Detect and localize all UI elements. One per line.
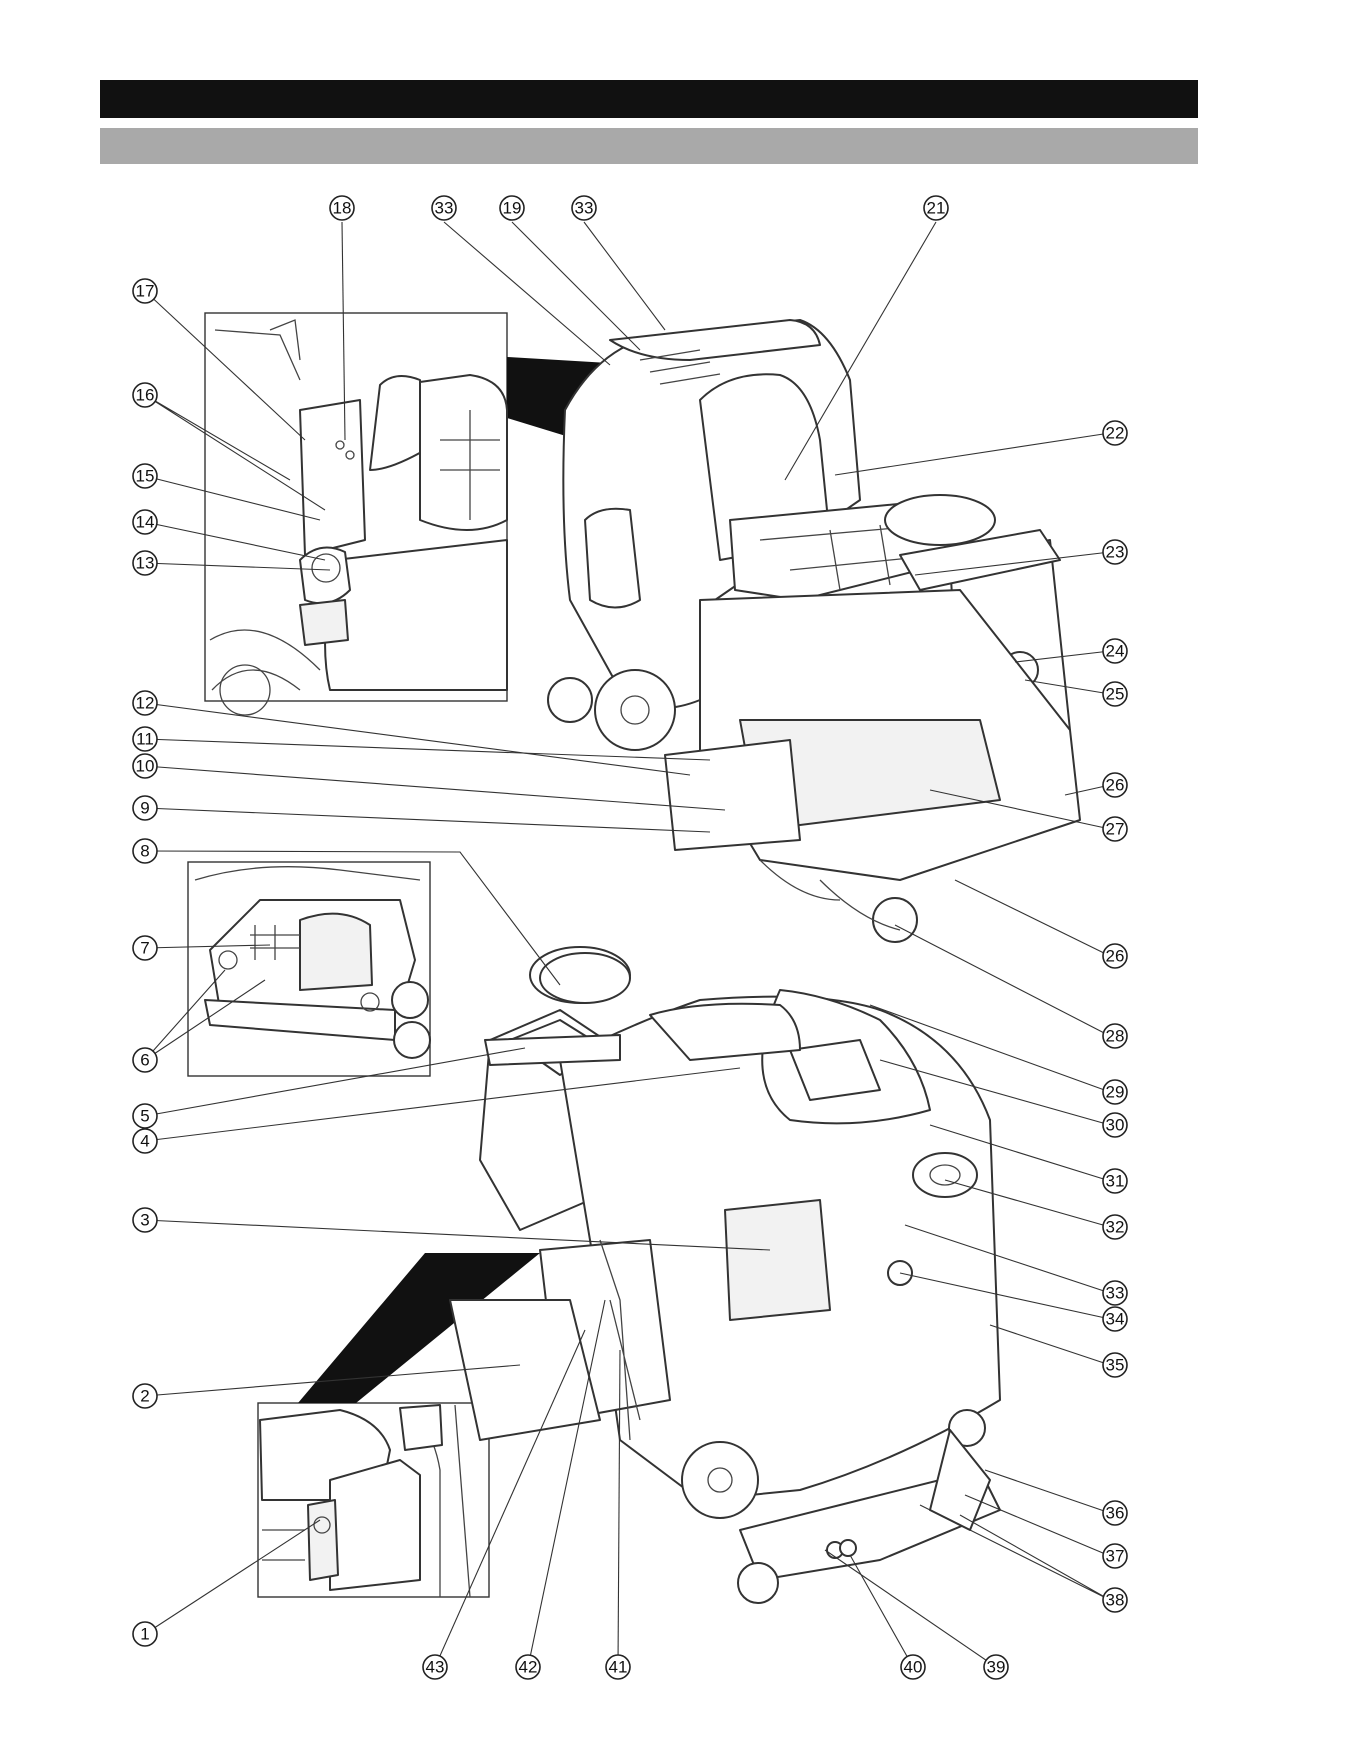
- svg-text:26: 26: [1106, 947, 1125, 966]
- svg-text:11: 11: [136, 730, 154, 749]
- callout-43: 43: [423, 1655, 447, 1679]
- callout-36: 36: [1103, 1501, 1127, 1525]
- svg-text:16: 16: [136, 386, 155, 405]
- callout-42: 42: [516, 1655, 540, 1679]
- callout-28: 28: [1103, 1024, 1127, 1048]
- svg-text:33: 33: [575, 199, 594, 218]
- callout-30: 30: [1103, 1113, 1127, 1137]
- callout-29: 29: [1103, 1080, 1127, 1104]
- callout-39: 39: [984, 1655, 1008, 1679]
- callout-4: 4: [133, 1129, 157, 1153]
- svg-text:30: 30: [1106, 1116, 1125, 1135]
- svg-text:34: 34: [1106, 1310, 1125, 1329]
- callout-18: 18: [330, 196, 354, 220]
- callout-37: 37: [1103, 1544, 1127, 1568]
- svg-text:25: 25: [1106, 685, 1125, 704]
- callout-27: 27: [1103, 817, 1127, 841]
- svg-text:36: 36: [1106, 1504, 1125, 1523]
- callout-23: 23: [1103, 540, 1127, 564]
- callout-2: 2: [133, 1384, 157, 1408]
- svg-text:29: 29: [1106, 1083, 1125, 1102]
- svg-text:40: 40: [904, 1658, 923, 1677]
- callout-33-top-right: 33: [572, 196, 596, 220]
- callout-41: 41: [606, 1655, 630, 1679]
- callout-10: 10: [133, 754, 157, 778]
- callout-21: 21: [924, 196, 948, 220]
- callout-14: 14: [133, 510, 157, 534]
- svg-text:15: 15: [136, 467, 155, 486]
- callout-22: 22: [1103, 421, 1127, 445]
- steering-column-drawing: [485, 953, 630, 1065]
- callout-24: 24: [1103, 639, 1127, 663]
- callout-26-upper: 26: [1103, 773, 1127, 797]
- callout-8: 8: [133, 839, 157, 863]
- svg-text:43: 43: [426, 1658, 445, 1677]
- svg-text:42: 42: [519, 1658, 538, 1677]
- callout-34: 34: [1103, 1307, 1127, 1331]
- callout-32: 32: [1103, 1215, 1127, 1239]
- svg-text:23: 23: [1106, 543, 1125, 562]
- callout-9: 9: [133, 796, 157, 820]
- callout-26-lower: 26: [1103, 944, 1127, 968]
- svg-text:31: 31: [1106, 1172, 1125, 1191]
- callout-7: 7: [133, 936, 157, 960]
- callout-3: 3: [133, 1208, 157, 1232]
- svg-text:4: 4: [140, 1132, 149, 1151]
- svg-text:17: 17: [136, 282, 155, 301]
- svg-text:21: 21: [927, 199, 946, 218]
- svg-text:27: 27: [1106, 820, 1125, 839]
- callout-11: 11: [133, 727, 157, 751]
- svg-text:3: 3: [140, 1211, 149, 1230]
- callout-1: 1: [133, 1622, 157, 1646]
- callout-16: 16: [133, 383, 157, 407]
- callout-25: 25: [1103, 682, 1127, 706]
- callout-12: 12: [133, 691, 157, 715]
- svg-text:5: 5: [140, 1107, 149, 1126]
- callout-17: 17: [133, 279, 157, 303]
- callout-31: 31: [1103, 1169, 1127, 1193]
- svg-text:8: 8: [140, 842, 149, 861]
- svg-text:2: 2: [140, 1387, 149, 1406]
- svg-text:12: 12: [136, 694, 155, 713]
- svg-text:26: 26: [1106, 776, 1125, 795]
- callout-38: 38: [1103, 1588, 1127, 1612]
- svg-text:32: 32: [1106, 1218, 1125, 1237]
- callout-15: 15: [133, 464, 157, 488]
- svg-text:19: 19: [503, 199, 522, 218]
- svg-text:35: 35: [1106, 1356, 1125, 1375]
- svg-text:41: 41: [609, 1658, 628, 1677]
- svg-text:33: 33: [435, 199, 454, 218]
- machine-top-drawing: [548, 320, 1080, 942]
- callout-33-top-left: 33: [432, 196, 456, 220]
- callout-33-right: 33: [1103, 1281, 1127, 1305]
- callout-5: 5: [133, 1104, 157, 1128]
- svg-text:39: 39: [987, 1658, 1006, 1677]
- svg-text:33: 33: [1106, 1284, 1125, 1303]
- svg-text:6: 6: [140, 1051, 149, 1070]
- svg-text:18: 18: [333, 199, 352, 218]
- callout-6: 6: [133, 1048, 157, 1072]
- svg-text:7: 7: [140, 939, 149, 958]
- svg-text:14: 14: [136, 513, 155, 532]
- callout-40: 40: [901, 1655, 925, 1679]
- svg-text:24: 24: [1106, 642, 1125, 661]
- svg-text:37: 37: [1106, 1547, 1125, 1566]
- svg-text:10: 10: [136, 757, 155, 776]
- svg-text:13: 13: [136, 554, 155, 573]
- svg-text:38: 38: [1106, 1591, 1125, 1610]
- callout-35: 35: [1103, 1353, 1127, 1377]
- svg-text:28: 28: [1106, 1027, 1125, 1046]
- callout-13: 13: [133, 551, 157, 575]
- svg-text:9: 9: [140, 799, 149, 818]
- svg-text:1: 1: [140, 1625, 149, 1644]
- svg-text:22: 22: [1106, 424, 1125, 443]
- callout-19: 19: [500, 196, 524, 220]
